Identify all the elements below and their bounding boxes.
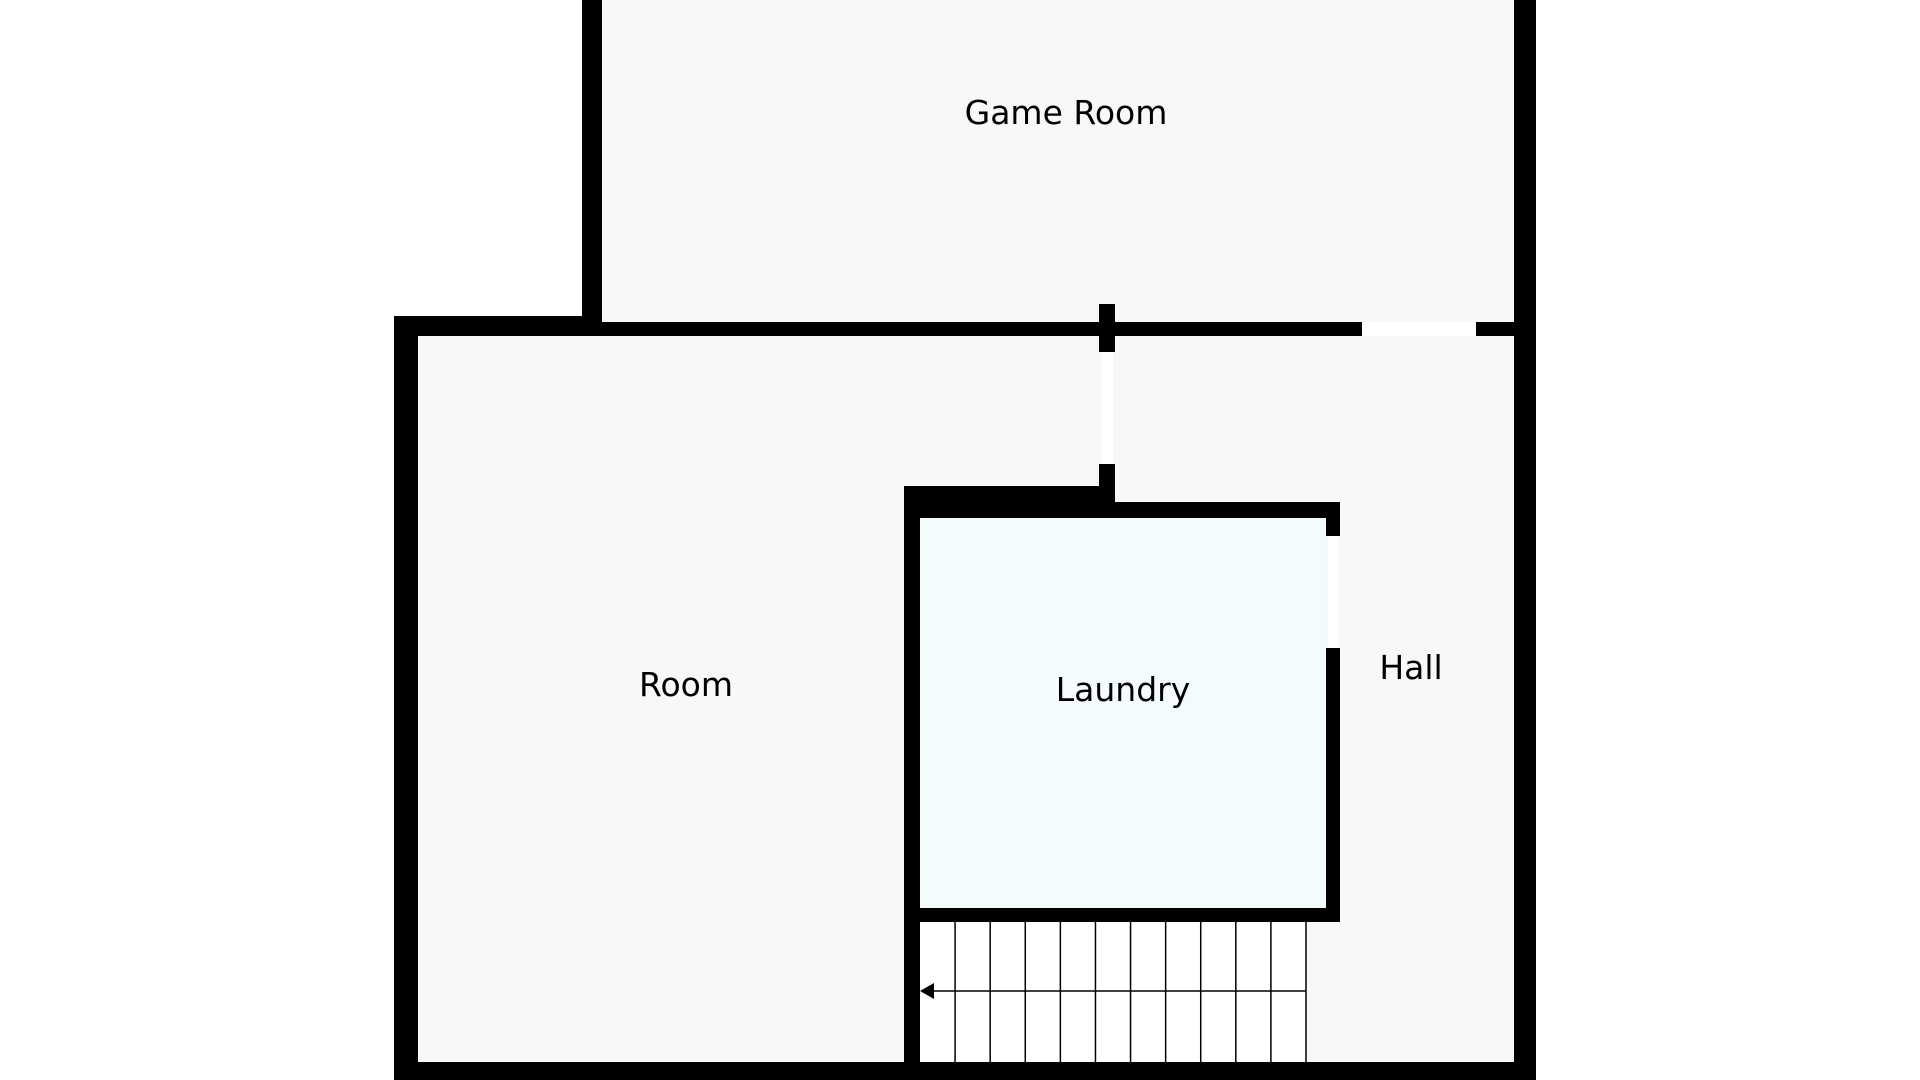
divider-wall-left	[582, 322, 1362, 336]
game-room-floor	[602, 0, 1514, 322]
laundry-bottom-wall	[904, 908, 1340, 922]
laundry-label: Laundry	[1056, 670, 1190, 709]
outer-bottom-wall	[394, 1062, 1536, 1080]
room-floor	[418, 336, 906, 1062]
stair-treads	[920, 922, 1307, 1062]
stair-background	[920, 922, 1306, 1062]
laundry-left-wall	[904, 486, 920, 1080]
game-room-left-wall	[582, 0, 602, 336]
game-room-hall-opening	[1362, 324, 1476, 334]
outer-top-left-wall	[394, 316, 602, 336]
stair-direction-arrow-icon	[920, 983, 934, 999]
floors	[418, 0, 1514, 1062]
walls	[394, 0, 1536, 1080]
divider-wall-right	[1476, 322, 1536, 336]
game-room-label: Game Room	[965, 93, 1168, 132]
laundry-floor	[920, 518, 1326, 908]
stairs	[920, 922, 1307, 1062]
laundry-top-wall-left	[904, 486, 1114, 518]
openings	[1101, 324, 1476, 648]
room-labels: Game Room Room Laundry Hall	[639, 93, 1443, 709]
laundry-right-wall-bottom	[1326, 648, 1340, 922]
outer-left-wall	[394, 316, 418, 1080]
room-label: Room	[639, 665, 733, 704]
laundry-hall-opening	[1328, 536, 1338, 648]
room-hall-opening	[1101, 352, 1113, 464]
laundry-right-wall-top	[1326, 502, 1340, 536]
laundry-top-wall-right	[1106, 502, 1340, 518]
outer-right-wall	[1514, 322, 1536, 1080]
game-room-right-wall	[1514, 0, 1536, 336]
partition-post-top	[1099, 304, 1115, 352]
hall-label: Hall	[1379, 648, 1442, 687]
